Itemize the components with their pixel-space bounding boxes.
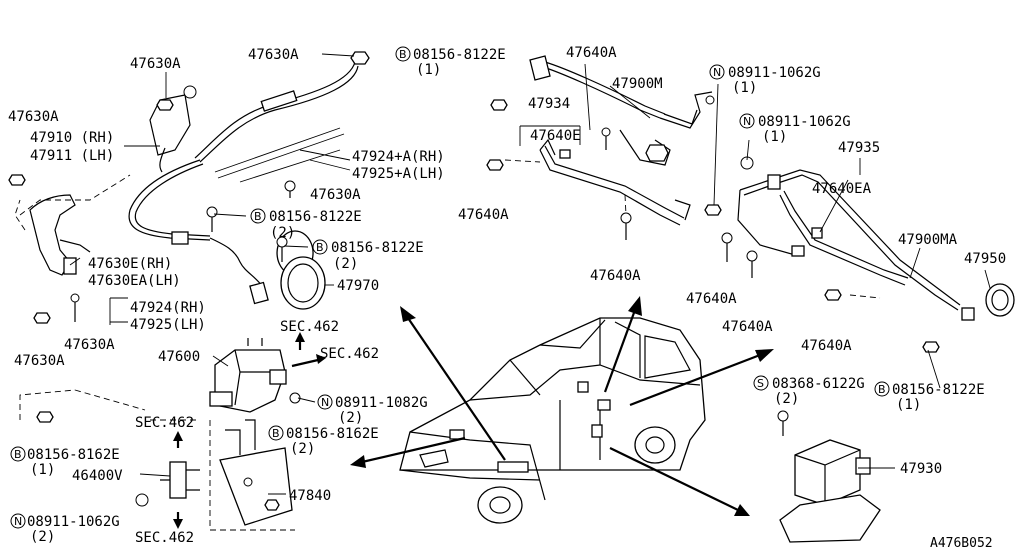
label-08156-8162e: 08156-8162E [27,447,120,463]
label-47924a: 47924+A(RH) [352,149,445,165]
vehicle-outline [399,317,706,524]
reference-dashes [14,159,881,531]
svg-text:N: N [321,396,329,409]
label-qty: (2) [338,410,363,426]
label-47925a: 47925+A(LH) [352,166,445,182]
bolt-symbol [10,446,26,462]
rear-harness [721,156,1015,353]
svg-text:N: N [14,515,22,528]
label-47640a: 47640A [590,268,641,284]
label-47640a: 47640A [566,45,617,61]
svg-text:B: B [878,383,886,396]
svg-text:S: S [757,377,764,390]
label-qty: (2) [774,391,799,407]
label-sec462: SEC.462 [135,530,194,546]
label-47950: 47950 [964,251,1006,267]
label-sec462: SEC.462 [135,415,194,431]
svg-text:B: B [399,48,407,61]
label-08911-1082g: 08911-1082G [335,395,428,411]
g-sensor [777,410,881,543]
label-qty: (2) [290,441,315,457]
leader-lines [69,53,991,495]
label-47930: 47930 [900,461,942,477]
svg-text:B: B [254,210,262,223]
nut-symbol [739,113,755,129]
label-47640a: 47640A [801,338,852,354]
label-qty: (2) [30,529,55,545]
label-47840: 47840 [289,488,331,504]
svg-text:B: B [14,448,22,461]
label-08156-8122e: 08156-8122E [892,382,985,398]
label-sec462: SEC.462 [280,319,339,335]
label-08911-1062g: 08911-1062G [728,65,821,81]
label-47630a: 47630A [14,353,65,369]
label-47640a: 47640A [722,319,773,335]
label-qty: (2) [270,225,295,241]
center-harness [486,55,722,240]
screw-symbol [753,375,769,391]
label-47630a: 47630A [64,337,115,353]
svg-text:B: B [272,427,280,440]
label-qty: (1) [416,62,441,78]
label-47935: 47935 [838,140,880,156]
label-qty: (1) [732,80,757,96]
label-47630a: 47630A [248,47,299,63]
circled-symbols: B N N B B N B N B S B [10,46,890,529]
label-08911-1062g: 08911-1062G [758,114,851,130]
bolt-symbol [312,239,328,255]
label-47640a: 47640A [458,207,509,223]
label-47910: 47910 (RH) [30,130,114,146]
svg-text:N: N [743,115,751,128]
bolt-symbol [250,208,266,224]
nut-symbol [10,513,26,529]
label-47924: 47924(RH) [130,300,206,316]
bolt-symbol [395,46,411,62]
location-arrows [173,296,774,529]
label-46400v: 46400V [72,468,123,484]
label-qty: (1) [896,397,921,413]
label-qty: (1) [762,129,787,145]
label-47970: 47970 [337,278,379,294]
bolt-symbol [874,381,890,397]
label-47640a: 47640A [686,291,737,307]
label-08156-8122e: 08156-8122E [269,209,362,225]
label-47911: 47911 (LH) [30,148,114,164]
label-47640e: 47640E [530,128,581,144]
label-08156-8162e: 08156-8162E [286,426,379,442]
label-47640ea: 47640EA [812,181,872,197]
front-sensor-harness [29,61,359,310]
label-47925: 47925(LH) [130,317,206,333]
diagram-id: A476B052 [930,536,993,551]
label-47900m: 47900M [612,76,663,92]
left-fasteners [8,51,370,324]
svg-text:B: B [316,241,324,254]
label-qty: (2) [333,256,358,272]
label-qty: (1) [30,462,55,478]
part-labels: 47630A 47630A 47630A 47910 (RH) 47911 (L… [8,45,1006,551]
label-47900ma: 47900MA [898,232,958,248]
nut-symbol [317,394,333,410]
label-47630ea: 47630EA(LH) [88,273,181,289]
label-08368-6122g: 08368-6122G [772,376,865,392]
label-08156-8122e: 08156-8122E [331,240,424,256]
proportioning-valve [36,411,200,507]
label-08156-8122e: 08156-8122E [413,47,506,63]
bolt-symbol [268,425,284,441]
label-47630a: 47630A [310,187,361,203]
label-47630a: 47630A [130,56,181,72]
label-sec462: SEC.462 [320,346,379,362]
label-47934: 47934 [528,96,570,112]
label-08911-1062g: 08911-1062G [27,514,120,530]
svg-text:N: N [713,66,721,79]
label-47630a: 47630A [8,109,59,125]
nut-symbol [709,64,725,80]
label-47600: 47600 [158,349,200,365]
label-47630e: 47630E(RH) [88,256,172,272]
abs-actuator [209,338,301,526]
